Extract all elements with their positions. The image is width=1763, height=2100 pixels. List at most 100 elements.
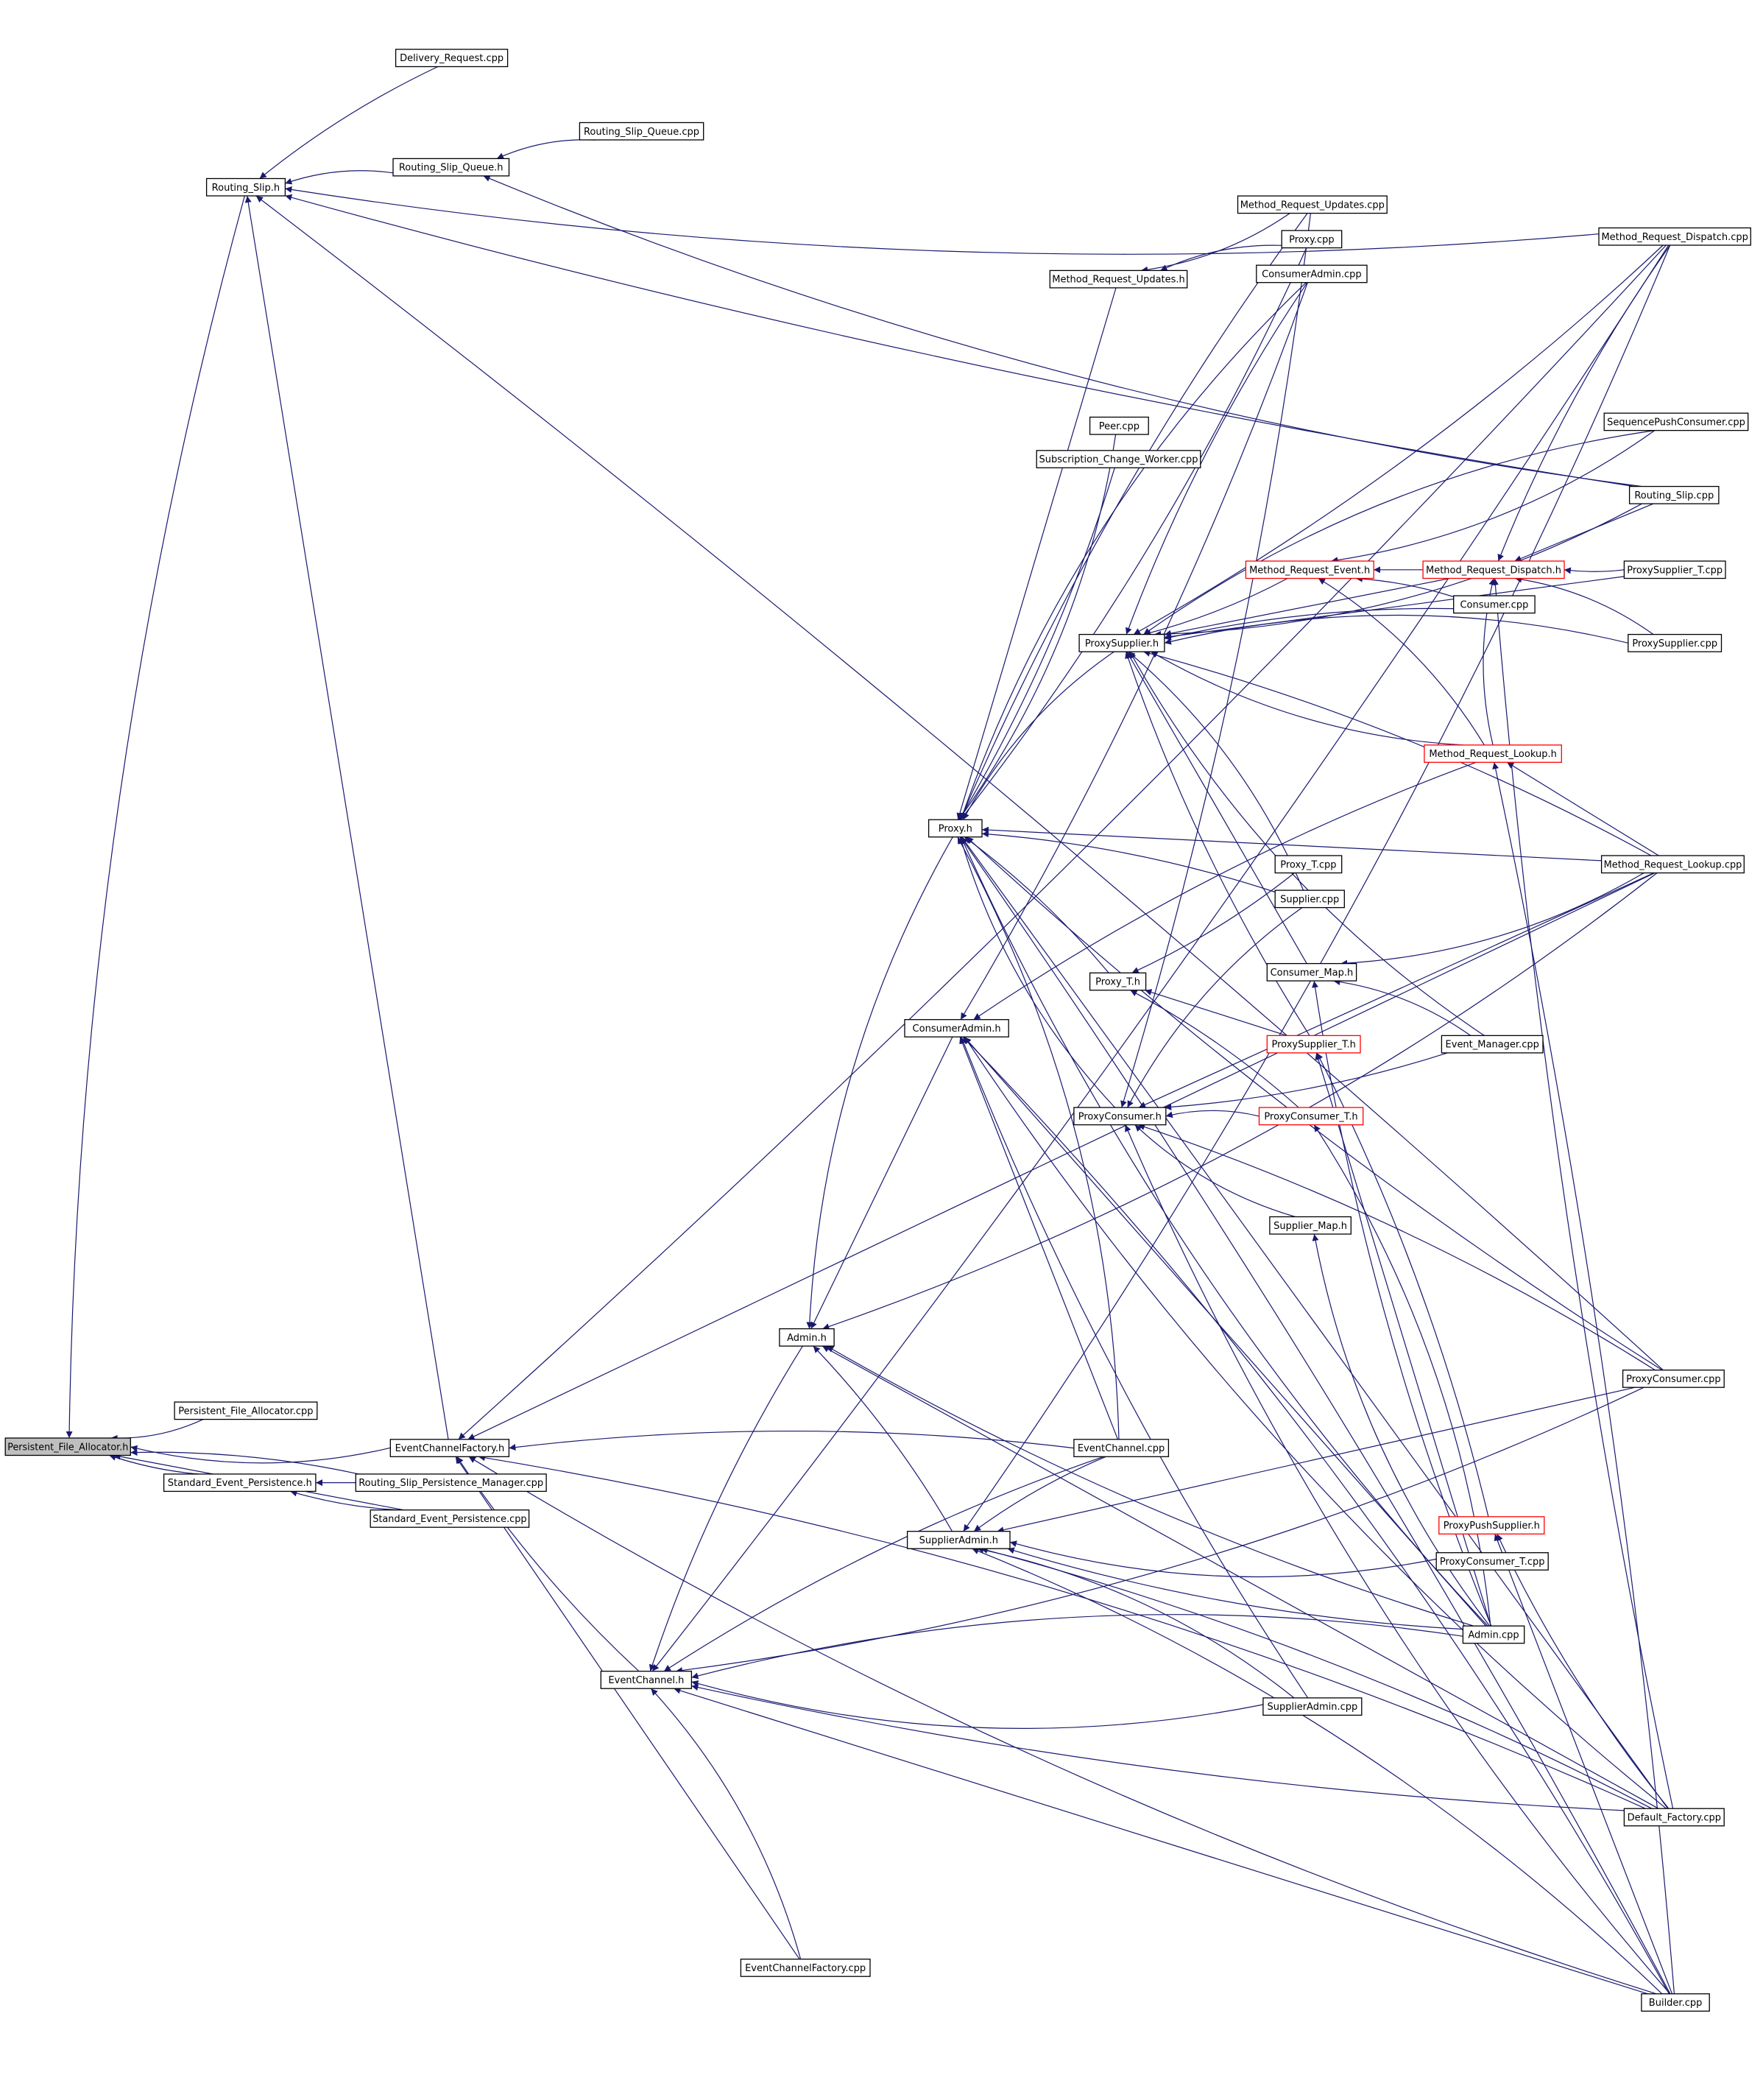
node-method-request-lookup-h[interactable]: Method_Request_Lookup.h	[1424, 744, 1562, 763]
node-box[interactable]	[906, 1531, 1011, 1549]
node-box[interactable]	[205, 177, 286, 197]
node-persistent-file-allocator-h[interactable]: Persistent_File_Allocator.h	[4, 1437, 131, 1456]
node-box[interactable]	[1281, 230, 1343, 249]
node-box[interactable]	[1441, 1035, 1544, 1054]
node-supplier-cpp[interactable]: Supplier.cpp	[1274, 889, 1345, 909]
node-box[interactable]	[1036, 450, 1201, 468]
node-box[interactable]	[1623, 1808, 1725, 1827]
node-box[interactable]	[174, 1401, 318, 1420]
node-method-request-lookup-cpp[interactable]: Method_Request_Lookup.cpp	[1600, 855, 1745, 874]
node-box[interactable]	[1422, 560, 1565, 579]
node-box[interactable]	[1598, 227, 1751, 246]
node-method-request-dispatch-h[interactable]: Method_Request_Dispatch.h	[1422, 560, 1565, 579]
node-box[interactable]	[1266, 1035, 1361, 1054]
node-admin-h[interactable]: Admin.h	[779, 1328, 835, 1347]
node-box[interactable]	[740, 1959, 871, 1977]
node-consumeradmin-cpp[interactable]: ConsumerAdmin.cpp	[1256, 264, 1368, 283]
node-routing-slip-persistence-manager-cpp[interactable]: Routing_Slip_Persistence_Manager.cpp	[355, 1473, 547, 1493]
node-proxyconsumer-h[interactable]: ProxyConsumer.h	[1073, 1107, 1167, 1126]
node-box[interactable]	[1600, 855, 1745, 874]
node-admin-cpp[interactable]: Admin.cpp	[1462, 1625, 1525, 1644]
node-eventchannel-h[interactable]: EventChannel.h	[600, 1671, 693, 1689]
node-box[interactable]	[1089, 972, 1147, 991]
node-box[interactable]	[1628, 633, 1723, 652]
node-proxyconsumer-t-cpp[interactable]: ProxyConsumer_T.cpp	[1435, 1552, 1549, 1571]
node-proxy-t-cpp[interactable]: Proxy_T.cpp	[1274, 855, 1343, 874]
node-box[interactable]	[1078, 633, 1165, 652]
node-routing-slip-cpp[interactable]: Routing_Slip.cpp	[1628, 485, 1720, 504]
node-box[interactable]	[1258, 1107, 1364, 1126]
node-standard-event-persistence-h[interactable]: Standard_Event_Persistence.h	[163, 1473, 317, 1493]
node-box[interactable]	[1274, 855, 1343, 874]
node-box[interactable]	[600, 1671, 693, 1689]
node-box[interactable]	[4, 1437, 131, 1456]
node-supplier-map-h[interactable]: Supplier_Map.h	[1269, 1216, 1352, 1235]
node-box[interactable]	[1269, 1216, 1352, 1235]
node-box[interactable]	[1435, 1552, 1549, 1571]
node-peer-cpp[interactable]: Peer.cpp	[1089, 416, 1149, 435]
node-proxy-t-h[interactable]: Proxy_T.h	[1089, 972, 1147, 991]
node-box[interactable]	[389, 1439, 510, 1457]
node-box[interactable]	[928, 819, 983, 838]
node-consumer-cpp[interactable]: Consumer.cpp	[1453, 595, 1536, 614]
node-routing-slip-queue-cpp[interactable]: Routing_Slip_Queue.cpp	[579, 121, 704, 141]
node-eventchannelfactory-cpp[interactable]: EventChannelFactory.cpp	[740, 1959, 871, 1977]
node-event-manager-cpp[interactable]: Event_Manager.cpp	[1441, 1035, 1544, 1054]
node-proxysupplier-t-h[interactable]: ProxySupplier_T.h	[1266, 1035, 1361, 1054]
node-box[interactable]	[1266, 962, 1357, 982]
node-supplieradmin-cpp[interactable]: SupplierAdmin.cpp	[1262, 1697, 1363, 1716]
node-box[interactable]	[392, 158, 510, 177]
node-builder-cpp[interactable]: Builder.cpp	[1641, 1993, 1710, 2012]
node-subscription-change-worker-cpp[interactable]: Subscription_Change_Worker.cpp	[1036, 450, 1201, 468]
node-box[interactable]	[1462, 1625, 1525, 1644]
node-box[interactable]	[904, 1019, 1009, 1037]
node-method-request-updates-h[interactable]: Method_Request_Updates.h	[1049, 269, 1188, 289]
node-proxy-h[interactable]: Proxy.h	[928, 819, 983, 838]
node-box[interactable]	[163, 1473, 317, 1493]
node-box[interactable]	[1073, 1107, 1167, 1126]
node-supplieradmin-h[interactable]: SupplierAdmin.h	[906, 1531, 1011, 1549]
node-eventchannelfactory-h[interactable]: EventChannelFactory.h	[389, 1439, 510, 1457]
node-proxy-cpp[interactable]: Proxy.cpp	[1281, 230, 1343, 249]
node-box[interactable]	[1245, 560, 1374, 579]
node-box[interactable]	[1438, 1516, 1545, 1535]
node-box[interactable]	[1623, 560, 1726, 579]
node-proxysupplier-t-cpp[interactable]: ProxySupplier_T.cpp	[1623, 560, 1726, 579]
node-method-request-updates-cpp[interactable]: Method_Request_Updates.cpp	[1237, 195, 1388, 214]
node-box[interactable]	[355, 1473, 547, 1493]
node-proxysupplier-cpp[interactable]: ProxySupplier.cpp	[1628, 633, 1723, 652]
node-box[interactable]	[1073, 1439, 1170, 1457]
node-box[interactable]	[1256, 264, 1368, 283]
node-proxysupplier-h[interactable]: ProxySupplier.h	[1078, 633, 1165, 652]
node-box[interactable]	[579, 121, 704, 141]
node-method-request-dispatch-cpp[interactable]: Method_Request_Dispatch.cpp	[1598, 227, 1751, 246]
node-box[interactable]	[1424, 744, 1562, 763]
node-box[interactable]	[1262, 1697, 1363, 1716]
node-box[interactable]	[1453, 595, 1536, 614]
node-box[interactable]	[1641, 1993, 1710, 2012]
node-box[interactable]	[1622, 1370, 1725, 1388]
node-box[interactable]	[1603, 412, 1749, 431]
node-default-factory-cpp[interactable]: Default_Factory.cpp	[1623, 1808, 1725, 1827]
node-persistent-file-allocator-cpp[interactable]: Persistent_File_Allocator.cpp	[174, 1401, 318, 1420]
node-proxyconsumer-t-h[interactable]: ProxyConsumer_T.h	[1258, 1107, 1364, 1126]
node-method-request-event-h[interactable]: Method_Request_Event.h	[1245, 560, 1374, 579]
node-routing-slip-h[interactable]: Routing_Slip.h	[205, 177, 286, 197]
node-box[interactable]	[1049, 269, 1188, 289]
node-eventchannel-cpp[interactable]: EventChannel.cpp	[1073, 1439, 1170, 1457]
node-box[interactable]	[395, 49, 509, 68]
node-box[interactable]	[779, 1328, 835, 1347]
node-delivery-request-cpp[interactable]: Delivery_Request.cpp	[395, 49, 509, 68]
node-box[interactable]	[1089, 416, 1149, 435]
node-standard-event-persistence-cpp[interactable]: Standard_Event_Persistence.cpp	[370, 1509, 530, 1528]
node-proxypushsupplier-h[interactable]: ProxyPushSupplier.h	[1438, 1516, 1545, 1535]
node-box[interactable]	[1628, 485, 1720, 504]
node-box[interactable]	[370, 1509, 530, 1528]
node-routing-slip-queue-h[interactable]: Routing_Slip_Queue.h	[392, 158, 510, 177]
node-box[interactable]	[1274, 889, 1345, 909]
node-box[interactable]	[1237, 195, 1388, 214]
node-consumeradmin-h[interactable]: ConsumerAdmin.h	[904, 1019, 1009, 1037]
node-consumer-map-h[interactable]: Consumer_Map.h	[1266, 962, 1357, 982]
node-sequencepushconsumer-cpp[interactable]: SequencePushConsumer.cpp	[1603, 412, 1749, 431]
node-proxyconsumer-cpp[interactable]: ProxyConsumer.cpp	[1622, 1370, 1725, 1388]
